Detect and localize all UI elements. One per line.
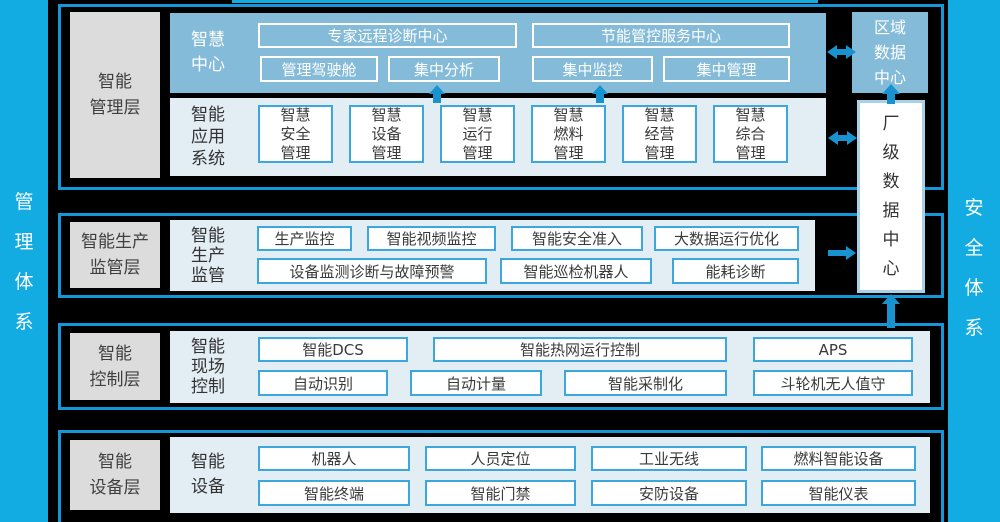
fuel-smart-equipment-box: 燃料智能设备 xyxy=(761,446,916,471)
arrow-apps-to-centralized-analysis xyxy=(429,85,445,103)
security-equipment-box: 安防设备 xyxy=(591,480,747,506)
energy-saving-control-service-center-box: 节能管控服务中心 xyxy=(532,23,790,48)
smart-application-system-title: 智能 应用 系统 xyxy=(191,105,225,169)
layer-smart-control-label: 智能 控制层 xyxy=(70,333,160,400)
safety-system-label: 安全体系 xyxy=(964,197,984,339)
plant-level-data-center-box: 厂级数据中心 xyxy=(857,100,925,293)
automatic-measurement-box: 自动计量 xyxy=(410,370,542,396)
smart-dcs-box: 智能DCS xyxy=(258,337,408,362)
robot-box: 机器人 xyxy=(258,446,410,471)
big-data-operation-optimization-box: 大数据运行优化 xyxy=(654,226,799,251)
centralized-management-box: 集中管理 xyxy=(663,56,790,82)
smart-sampling-preparation-box: 智能采制化 xyxy=(564,370,727,396)
top-frame-strip xyxy=(232,0,818,3)
smart-center-panel: 智慧 中心 专家远程诊断中心 节能管控服务中心 管理驾驶舱 集中分析 集中监控 … xyxy=(170,13,826,93)
smart-safety-access-box: 智能安全准入 xyxy=(511,226,643,251)
smart-heat-network-operation-control-box: 智能热网运行控制 xyxy=(433,337,727,362)
personnel-positioning-box: 人员定位 xyxy=(425,446,576,471)
management-system-sidebar: 管理体系 xyxy=(0,0,48,522)
centralized-monitoring-box: 集中监控 xyxy=(532,56,653,82)
expert-remote-diagnosis-center-box: 专家远程诊断中心 xyxy=(258,23,517,48)
smart-production-supervision-panel: 智能 生产 监管 生产监控 智能视频监控 智能安全准入 大数据运行优化 设备监测… xyxy=(170,220,815,291)
smart-inspection-robot-box: 智能巡检机器人 xyxy=(500,258,652,284)
layer-smart-equipment-label: 智能 设备层 xyxy=(70,440,160,510)
smart-business-management-box: 智慧 经营 管理 xyxy=(622,105,697,163)
layer-smart-management-label: 智能 管理层 xyxy=(70,12,160,178)
production-monitoring-box: 生产监控 xyxy=(257,226,352,251)
management-system-label: 管理体系 xyxy=(14,191,34,333)
smart-fuel-management-box: 智慧 燃料 管理 xyxy=(531,105,606,163)
management-cockpit-box: 管理驾驶舱 xyxy=(260,56,378,82)
smart-comprehensive-management-box: 智慧 综合 管理 xyxy=(713,105,788,163)
safety-system-sidebar: 安全体系 xyxy=(948,0,1000,522)
regional-data-center-box: 区域 数据 中心 xyxy=(852,12,928,93)
layer-smart-production-supervision-label: 智能生产 监管层 xyxy=(70,222,160,288)
arrow-control-layer-to-plant-dc xyxy=(882,294,900,328)
arrow-production-supervision-to-plant-dc xyxy=(828,246,856,260)
smart-terminal-box: 智能终端 xyxy=(258,480,410,506)
smart-application-system-panel: 智能 应用 系统 智慧 安全 管理 智慧 设备 管理 智慧 运行 管理 智慧 燃… xyxy=(170,98,826,176)
smart-equipment-panel: 智能 设备 机器人 人员定位 工业无线 燃料智能设备 智能终端 智能门禁 安防设… xyxy=(170,437,930,513)
equipment-monitoring-diagnosis-warning-box: 设备监测诊断与故障预警 xyxy=(257,258,487,284)
smart-access-control-box: 智能门禁 xyxy=(425,480,576,506)
smart-field-control-panel: 智能 现场 控制 智能DCS 智能热网运行控制 APS 自动识别 自动计量 智能… xyxy=(170,331,930,403)
unattended-bucket-wheel-machine-box: 斗轮机无人值守 xyxy=(753,370,913,396)
energy-consumption-diagnosis-box: 能耗诊断 xyxy=(672,258,799,284)
smart-video-surveillance-box: 智能视频监控 xyxy=(367,226,496,251)
smart-safety-management-box: 智慧 安全 管理 xyxy=(258,105,333,163)
smart-equipment-title: 智能 设备 xyxy=(191,452,225,497)
automatic-identification-box: 自动识别 xyxy=(258,370,388,396)
smart-equipment-management-box: 智慧 设备 管理 xyxy=(349,105,424,163)
arrow-apps-to-centralized-monitoring xyxy=(592,85,608,103)
smart-center-title: 智慧 中心 xyxy=(191,30,225,75)
arrow-smart-center-regional-dc xyxy=(827,45,856,59)
industrial-wireless-box: 工业无线 xyxy=(591,446,747,471)
centralized-analysis-box: 集中分析 xyxy=(388,56,500,82)
smart-field-control-title: 智能 现场 控制 xyxy=(191,337,225,397)
aps-box: APS xyxy=(753,337,913,362)
smart-instrument-box: 智能仪表 xyxy=(761,480,916,506)
plant-level-data-center-label: 厂级数据中心 xyxy=(882,113,900,279)
smart-production-supervision-title: 智能 生产 监管 xyxy=(191,225,225,286)
smart-operation-management-box: 智慧 运行 管理 xyxy=(440,105,515,163)
arrow-app-system-plant-dc xyxy=(828,131,857,145)
arrow-plant-dc-to-regional-dc xyxy=(882,84,900,104)
